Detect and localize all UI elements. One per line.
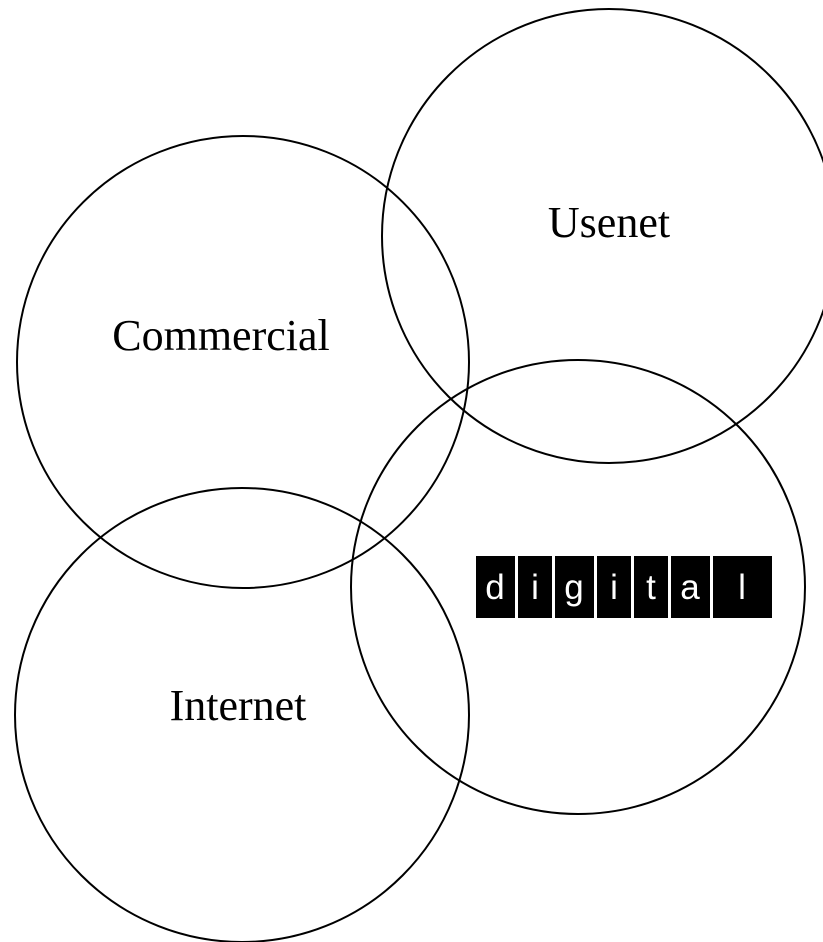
usenet-circle: [381, 8, 823, 464]
logo-letter: d: [485, 568, 504, 607]
logo-letter: a: [680, 568, 700, 607]
logo-letter-box: [518, 556, 552, 618]
commercial-circle: [16, 135, 470, 589]
logo-letter-box: [597, 556, 631, 618]
logo-letter: l: [738, 568, 746, 607]
logo-letter-box: [476, 556, 515, 618]
internet-label: Internet: [170, 681, 307, 730]
digital-circle: [350, 359, 806, 815]
logo-letter-box: [671, 556, 710, 618]
usenet-label: Usenet: [548, 198, 670, 247]
logo-letter-box: [713, 556, 772, 618]
commercial-label: Commercial: [112, 311, 330, 360]
logo-letter: i: [531, 568, 539, 607]
digital-logo: d i g i t a l: [476, 556, 772, 618]
internet-circle: [14, 487, 470, 942]
logo-letter: g: [564, 568, 583, 607]
logo-letter-box: [555, 556, 594, 618]
logo-letter: t: [646, 568, 656, 607]
logo-letter: i: [610, 568, 618, 607]
logo-letter-box: [634, 556, 668, 618]
